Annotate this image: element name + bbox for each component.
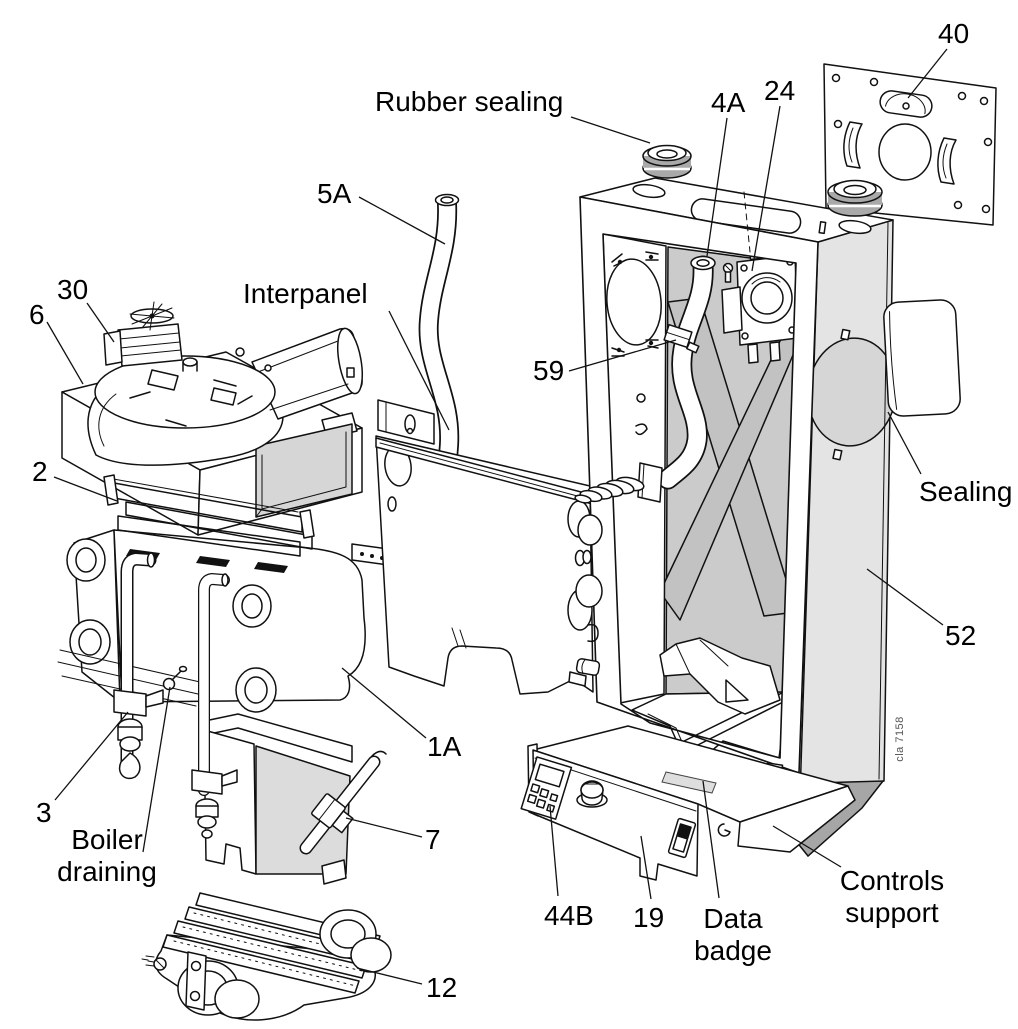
casing-side-panel-52 [799,219,897,797]
leader-line-3 [54,711,129,801]
callout-label-sealing: Sealing [919,476,1012,507]
control-panel-44B [520,756,573,820]
boiler-pipes-3 [113,552,238,839]
flue-collector-part [659,637,781,715]
leader-line-44b [549,805,559,897]
leader-line-19 [640,835,652,900]
condensate-tray-7 [57,649,387,885]
drawing-stamp: cla 7158 [894,716,906,762]
callout-label-3: 3 [36,797,52,828]
controls-assembly [520,725,885,881]
inner-tube-4A [657,255,716,490]
support-hook [717,823,731,837]
leader-line-5a [358,196,446,245]
leader-line-data-badge [702,780,720,899]
callout-label-rubber-sealing: Rubber sealing [375,86,563,117]
leader-line-2 [53,476,118,502]
power-switch [667,817,697,859]
leader-line-rubber-sealing [570,116,651,144]
bellows-connector [574,462,663,504]
control-knob [576,780,608,808]
callout-label-19: 19 [633,902,664,933]
leader-line-interpanel [388,310,450,431]
leader-line-sealing [887,411,922,475]
tray-drain-pipe [299,750,387,855]
callout-label-40: 40 [938,18,969,49]
callout-label-30: 30 [57,274,88,305]
leader-line-52 [866,568,944,626]
burner-12 [141,892,392,1021]
assembly-axis-dashed [743,191,751,253]
callout-label-interpanel: Interpanel [243,278,368,309]
leader-line-30 [86,302,115,343]
callout-label-5a: 5A [317,178,352,209]
rubber-grommet-right [827,179,883,217]
controls-support-face [737,785,856,853]
callout-label-12: 12 [426,972,457,1003]
casing-back-wall [659,246,797,695]
callout-label-24: 24 [764,75,795,106]
finned-element-2 [103,474,315,550]
leader-line-1a [341,667,427,739]
leader-line-40 [907,48,948,99]
leader-line-6 [46,321,84,385]
casing-top-face [579,177,894,243]
callout-label-1a: 1A [427,731,462,762]
callout-label-7: 7 [425,824,441,855]
callout-label-4a: 4A [711,87,746,118]
leader-line-12 [356,967,423,985]
callouts-layer: Rubber sealing 5A Interpanel 30 6 2 59 4A 24 40Se… [29,18,1012,1003]
leader-line-boiler-draining [142,686,171,853]
heat-exchanger-1A [66,515,417,713]
sealing-pad [883,299,961,417]
callout-label-52: 52 [945,620,976,651]
fan-assembly-30 [87,301,364,466]
data-badge-sticker [661,771,717,794]
casing-assembly [574,144,897,797]
leader-line-7 [345,817,423,838]
valve-screw [722,262,734,283]
rubber-sealing-grommet [642,144,692,179]
casing-front-frame [579,196,819,774]
controls-box-19 [520,743,699,881]
leader-line-controls-support [772,825,842,868]
callout-label-6: 6 [29,299,45,330]
leader-line-4a [706,117,728,257]
leader-line-59 [568,339,677,372]
interpanel [375,399,601,695]
callout-label-44b: 44B [544,900,594,931]
callout-label-2: 2 [32,456,48,487]
oval-clips [611,251,659,357]
fan-impeller-icon [129,301,175,331]
burner-screw [141,955,167,971]
callout-label-59: 59 [533,355,564,386]
leader-line-24 [751,105,781,272]
